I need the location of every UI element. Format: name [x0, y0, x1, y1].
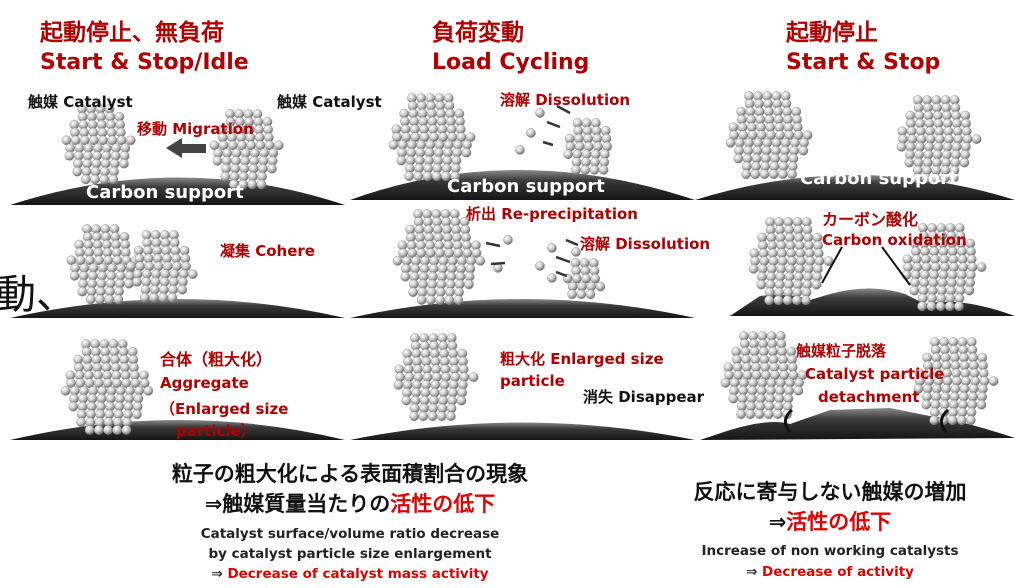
support-r3c1 [10, 420, 345, 440]
enlarged-particle-label: particle [500, 372, 565, 390]
cluster-r2c2-left [392, 209, 486, 305]
summary-right-line2: ⇒活性の低下 [640, 506, 1020, 536]
summary-left-line2-prefix: ⇒触媒質量当たりの [204, 492, 391, 516]
ion-arrows [485, 104, 579, 278]
ion-3 [503, 235, 513, 245]
dissolution-label-r1: 溶解 Dissolution [500, 91, 631, 109]
carbon-oxidation-jp: カーボン酸化 [822, 210, 919, 229]
cluster-r2c2-right [562, 258, 606, 300]
carbon-support-label-1: Carbon support [86, 182, 244, 203]
summary-left-en3: ⇒ Decrease of catalyst mass activity [95, 566, 605, 582]
catalyst-particles [60, 91, 999, 435]
detachment-en1: Catalyst particle [805, 365, 945, 383]
cluster-r2-right [126, 230, 198, 303]
detachment-en2: detachment [818, 388, 920, 406]
cluster-r3c2 [393, 333, 479, 422]
summary-right-line2-red: 活性の低下 [786, 510, 892, 534]
summary-right-en2-red: Decrease of activity [762, 564, 914, 580]
reprecipitation-label: 析出 Re-precipitation [466, 205, 638, 223]
cluster-r2c3-right [901, 223, 987, 312]
ion-0 [535, 108, 545, 118]
dissolution-label-r2: 溶解 Dissolution [580, 235, 711, 253]
carbon-supports [10, 170, 1015, 440]
summary-left-en3-prefix: ⇒ [211, 566, 228, 582]
support-r3c2 [350, 422, 695, 440]
support-r2c2 [350, 299, 695, 318]
cluster-r3c1 [60, 339, 154, 435]
support-r3c3 [700, 408, 1015, 440]
col3-title-jp: 起動停止 [786, 20, 878, 46]
left-edge-fragment: 動、 [0, 272, 76, 318]
carbon-support-label-2: Carbon support [447, 176, 605, 197]
ion-1 [526, 128, 536, 138]
migration-arrow [166, 138, 206, 158]
col1-title-jp: 起動停止、無負荷 [40, 20, 224, 46]
aggregate-en3: particle） [176, 422, 256, 440]
cluster-r1c3-right [896, 95, 982, 183]
cohere-label: 凝集 Cohere [220, 242, 315, 260]
col2-title-jp: 負荷変動 [432, 20, 524, 46]
summary-left-en2: by catalyst particle size enlargement [208, 546, 492, 562]
ion-2 [515, 145, 525, 155]
col2-title-en: Load Cycling [432, 50, 590, 75]
summary-left-line2: ⇒触媒質量当たりの活性の低下 [95, 488, 605, 518]
cluster-r2c3-left [748, 217, 834, 306]
cluster-r1-right [209, 109, 284, 190]
summary-right-en2-prefix: ⇒ [746, 564, 763, 580]
summary-right-en2: ⇒ Decrease of activity [640, 564, 1020, 580]
ion-6 [535, 261, 545, 271]
cluster-r1-left [61, 104, 136, 185]
oxidation-pointers [821, 246, 911, 286]
ion-5 [547, 243, 557, 253]
migration-label: 移動 Migration [137, 120, 254, 138]
aggregate-jp: 合体（粗大化） [160, 350, 273, 369]
enlarged-size-label: 粗大化 Enlarged size [500, 350, 664, 368]
summary-left-en3-red: Decrease of catalyst mass activity [227, 566, 489, 582]
catalyst-label-left: 触媒 Catalyst [28, 93, 133, 111]
cluster-r3c3-right [913, 337, 999, 426]
detachment-jp: 触媒粒子脱落 [796, 342, 887, 360]
cluster-r1c2-right [563, 118, 613, 175]
cluster-r1c2-left [388, 93, 476, 181]
detachment-arrows [784, 408, 950, 433]
summary-right-en1: Increase of non working catalysts [701, 543, 959, 559]
summary-right-line2-prefix: ⇒ [768, 510, 787, 534]
summary-left-en1: Catalyst surface/volume ratio decrease [200, 526, 500, 542]
cluster-r3c3-left [720, 331, 808, 420]
summary-right-line1: 反応に寄与しない触媒の増加 [693, 480, 967, 504]
cluster-r1c3-left [725, 91, 813, 179]
aggregate-en: Aggregate [160, 374, 249, 392]
col1-title-en: Start & Stop/Idle [40, 50, 249, 75]
summary-left-line1: 粒子の粗大化による表面積割合の現象 [171, 462, 529, 486]
support-r2c1 [10, 299, 345, 318]
dissolved-ions [493, 108, 581, 283]
aggregate-en2: （Enlarged size [160, 400, 289, 418]
summary-left-line2-red: 活性の低下 [390, 492, 496, 516]
ion-7 [547, 273, 557, 283]
ion-8 [571, 247, 581, 257]
carbon-support-label-3: Carbon support [800, 168, 958, 189]
col3-title-en: Start & Stop [786, 50, 941, 75]
catalyst-label-right: 触媒 Catalyst [277, 93, 382, 111]
disappear-label: 消失 Disappear [583, 388, 705, 406]
carbon-oxidation-en: Carbon oxidation [822, 231, 967, 249]
cluster-r2-left [66, 224, 141, 305]
